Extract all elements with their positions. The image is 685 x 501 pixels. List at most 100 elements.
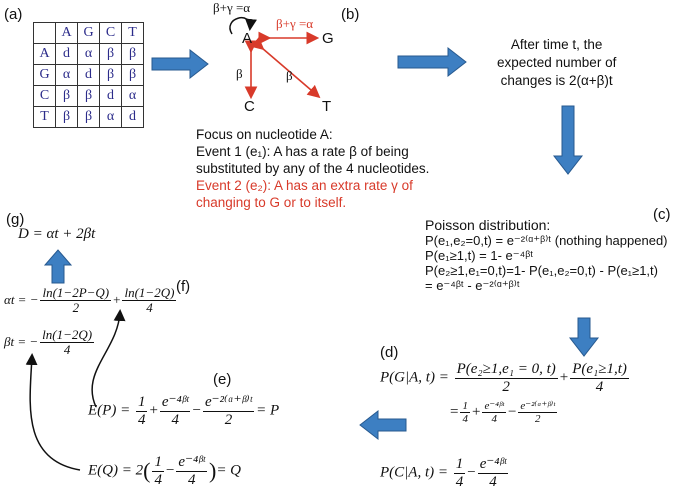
eq-pg-frac1-den: 2 [502,378,510,395]
poisson-title: Poisson distribution: [425,217,551,233]
matrix-cell: G [77,22,100,44]
poisson-line-3: P(e₂≥1,e₁=0,t)=1- P(e₁,e₂=0,t) - P(e₁≥1,… [425,263,658,278]
eq-alpha-t-frac1-num: ln(1−2P−Q) [40,285,112,302]
eq-ep-frac3-num: e⁻²⁽ᵅ⁺ᵝ⁾ᵗ [202,394,255,412]
matrix-cell: C [33,85,56,107]
matrix-row: A d α β β [33,43,144,65]
eq-eq-open-paren: ( [143,458,151,483]
eq-pc-frac1-num: 1 [453,456,466,474]
self-loop-label: β+γ =α [213,0,250,16]
matrix-cell: β [121,43,144,65]
node-a: A [242,30,253,47]
eq-ep-minus: − [192,402,201,419]
panel-label-e: (e) [213,371,232,388]
eq-ep-lhs: E(P) = [88,402,134,419]
flow-arrow-d-to-e [359,409,407,441]
matrix-cell: β [77,106,100,128]
eq-pg-l2-frac3-num: e⁻²⁽ᵅ⁺ᵝ⁾ᵗ [518,400,557,414]
eq-alpha-t-frac2-num: ln(1−2Q) [122,285,177,302]
eq-alpha-t-frac2: ln(1−2Q)4 [122,285,177,316]
rate-matrix: A G C T A d α β β G α d β β C β β d α T [33,22,144,128]
focus-line-1: Focus on nucleotide A: [196,127,333,142]
eq-ep-frac3-den: 2 [224,411,233,428]
eq-pg-l2-frac3-den: 2 [534,413,541,426]
event1-line-2: substituted by any of the 4 nucleotides. [196,161,430,176]
matrix-cell: β [99,43,122,65]
event1-line-1: Event 1 (e₁): A has a rate β of being [196,144,409,159]
eq-pg-l2-frac1-num: 1 [460,400,470,414]
eq-beta-t-frac: ln(1−2Q)4 [40,327,95,358]
expected-line-2: expected number of [497,55,617,70]
eq-pg-lhs: P(G|A, t) = [380,369,453,386]
eq-ep-rhs: = P [256,402,280,419]
panel-label-b: (b) [341,6,360,23]
curve-arrow-ep-to-f [91,309,126,408]
focus-description: Focus on nucleotide A: Event 1 (e₁): A h… [196,126,429,211]
eq-beta-t-lhs: βt = − [4,333,39,349]
eq-pg-frac1: P(e₂≥1,e₁ = 0, t)2 [454,361,558,395]
eq-alpha-t-frac1: ln(1−2P−Q)2 [40,285,112,316]
panel-label-f: (f) [176,278,191,295]
eq-pc-lhs: P(C|A, t) = [380,464,452,481]
flow-arrow-down-to-c [552,105,584,175]
matrix-cell: β [77,85,100,107]
matrix-header-row: A G C T [33,22,144,44]
eq-eq-lhs: E(Q) = 2 [88,462,144,479]
panel-label-d: (d) [380,344,399,361]
matrix-row: T β β α d [33,106,144,128]
eq-alpha-t: αt = −ln(1−2P−Q)2+ln(1−2Q)4 [4,285,178,316]
eq-pg-l2-frac2-den: 4 [491,413,497,426]
panel-label-g: (g) [6,211,25,228]
eq-pg-l2-eq: = [450,404,459,421]
eq-ep-frac1-den: 4 [137,411,146,428]
matrix-cell: β [99,64,122,86]
eq-alpha-t-lhs: αt = − [4,291,39,307]
node-t: T [322,98,332,115]
eq-pg-frac2-num: P(e₁≥1,t) [570,361,629,379]
eq-eq-frac2-num: e⁻⁴ᵝᵗ [176,454,207,472]
eq-alpha-t-plus: + [113,291,121,307]
node-c: C [244,98,255,115]
eq-pc-frac2-den: 4 [489,473,497,490]
eq-pg-plus: + [559,369,569,386]
matrix-cell: α [99,106,122,128]
eq-pc-frac2-num: e⁻⁴ᵝᵗ [477,456,509,474]
eq-pg-l2-plus: + [471,404,481,421]
eq-eq-frac1-num: 1 [152,454,164,472]
panel-label-a: (a) [4,6,23,23]
matrix-cell: β [55,85,78,107]
a-g-rate-label: β+γ =α [276,16,314,31]
expected-line-1: After time t, the [510,37,603,52]
poisson-line-4: = e⁻⁴ᵝᵗ - e⁻²⁽ᵅ⁺ᵝ⁾ᵗ [425,278,520,293]
self-loop-arrow [229,17,257,35]
poisson-line-2: P(e₁≥1,t) = 1- e⁻⁴ᵝᵗ [425,248,534,263]
eq-pc-frac1-den: 4 [455,473,464,490]
flow-arrow-f-to-g [43,249,73,284]
matrix-row: G α d β β [33,64,144,86]
a-t-rate-label: β [286,68,293,83]
matrix-cell: G [33,64,56,86]
expected-line-3: changes is 2(α+β)t [500,73,613,88]
eq-alpha-t-frac1-den: 2 [72,300,80,316]
eq-pg-frac2: P(e₁≥1,t)4 [570,361,629,395]
event2-line-1: Event 2 (e₂): A has an extra rate γ of [196,178,413,193]
matrix-cell: d [55,43,78,65]
matrix-cell: α [77,43,100,65]
eq-beta-t-frac-num: ln(1−2Q) [40,327,95,344]
eq-pg-l2-frac2-num: e⁻⁴ᵝᵗ [482,400,506,414]
matrix-cell [33,22,56,44]
eq-alpha-t-frac2-den: 4 [146,300,153,316]
eq-eq-frac1-den: 4 [154,471,162,488]
